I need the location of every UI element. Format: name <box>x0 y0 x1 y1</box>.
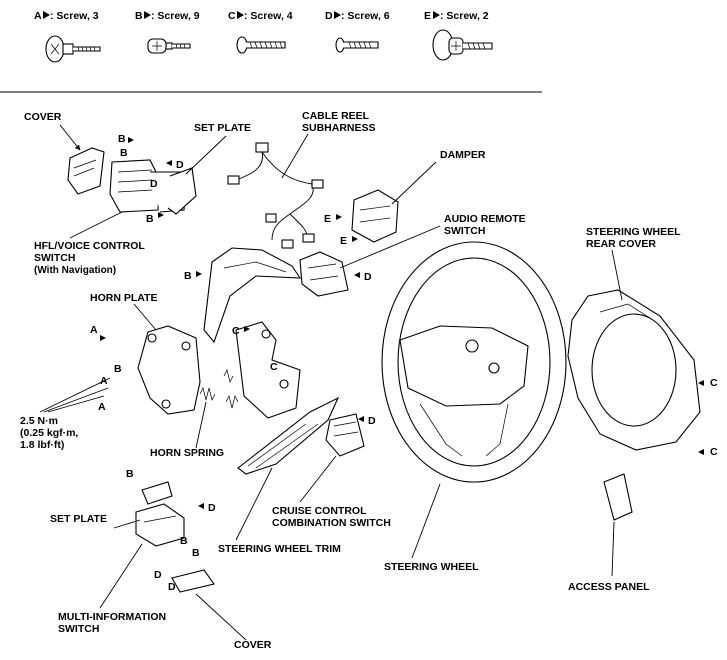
label-mis-line2: SWITCH <box>58 623 99 635</box>
label-rear-cover-line2: REAR COVER <box>586 238 656 250</box>
screw-key: A : Screw, 3 B : Screw, 9 <box>0 10 542 93</box>
screw-key-a-label: : Screw, 3 <box>50 10 99 22</box>
callout-b: B <box>118 133 126 145</box>
label-horn-spring: HORN SPRING <box>150 447 224 459</box>
upper-trim-part <box>203 247 302 344</box>
callout-d: D <box>364 271 372 283</box>
hfl-switch-part <box>69 159 187 239</box>
callout-e: E <box>324 213 331 225</box>
steering-wheel-trim-part <box>235 396 340 541</box>
label-cruise-line1: CRUISE CONTROL <box>272 505 367 517</box>
label-cable-reel-line1: CABLE REEL <box>302 110 370 122</box>
damper-part <box>351 161 437 243</box>
label-hfl-line3: (With Navigation) <box>34 265 116 276</box>
callout-a: A <box>100 375 108 387</box>
screw-key-e-letter: E <box>424 10 431 22</box>
label-cover-top: COVER <box>24 111 62 123</box>
screw-key-d: D : Screw, 6 <box>325 10 390 53</box>
label-hfl-line1: HFL/VOICE CONTROL <box>34 240 145 252</box>
callout-a: A <box>90 324 98 336</box>
screw-callouts: B B D D B E E B D A C B C A A C D C B D … <box>90 133 718 593</box>
label-audio-line2: SWITCH <box>444 225 485 237</box>
callout-b: B <box>126 468 134 480</box>
callout-d: D <box>168 581 176 593</box>
key-triangle-icon <box>334 11 341 19</box>
callout-d: D <box>368 415 376 427</box>
label-rear-cover-line1: STEERING WHEEL <box>586 226 681 238</box>
screw-c-icon <box>236 36 286 54</box>
callout-b: B <box>192 547 200 559</box>
screw-key-d-letter: D <box>325 10 333 22</box>
screw-a-icon <box>45 35 101 63</box>
key-triangle-icon <box>43 11 50 19</box>
callout-b: B <box>146 213 154 225</box>
screw-key-d-label: : Screw, 6 <box>341 10 390 22</box>
label-cruise-line2: COMBINATION SWITCH <box>272 517 391 529</box>
callout-arrows <box>100 137 704 509</box>
label-torque-line2: (0.25 kgf·m, <box>20 427 78 439</box>
screw-b-icon <box>147 38 191 54</box>
label-torque-line1: 2.5 N·m <box>20 415 58 427</box>
set-plate-bottom-part <box>141 481 173 505</box>
screw-key-b-letter: B <box>135 10 143 22</box>
label-mis-line1: MULTI-INFORMATION <box>58 611 166 623</box>
audio-remote-switch-part <box>299 225 441 297</box>
label-hfl-line2: SWITCH <box>34 252 75 264</box>
cruise-control-switch-part <box>299 413 365 503</box>
callout-a: A <box>98 401 106 413</box>
cover-top-part <box>59 124 105 195</box>
label-access-panel: ACCESS PANEL <box>568 581 650 593</box>
screw-key-e: E : Screw, 2 <box>424 10 493 61</box>
part-labels: COVER SET PLATE CABLE REEL SUBHARNESS DA… <box>20 110 681 651</box>
screw-key-b-label: : Screw, 9 <box>151 10 200 22</box>
screw-key-b: B : Screw, 9 <box>135 10 200 54</box>
callout-d: D <box>176 159 184 171</box>
horn-plate-part <box>133 303 201 415</box>
screw-d-icon <box>335 37 379 53</box>
label-trim: STEERING WHEEL TRIM <box>218 543 341 555</box>
screw-key-c-label: : Screw, 4 <box>244 10 293 22</box>
steering-wheel-rear-cover-part <box>567 249 701 451</box>
label-horn-plate: HORN PLATE <box>90 292 157 304</box>
cable-reel-subharness-part <box>227 133 324 249</box>
screw-key-a: A : Screw, 3 <box>34 10 101 63</box>
callout-d: D <box>150 178 158 190</box>
steering-wheel-part <box>381 241 567 559</box>
center-bracket-part <box>235 321 301 419</box>
screw-key-c: C : Screw, 4 <box>228 10 293 54</box>
label-damper: DAMPER <box>440 149 486 161</box>
label-cable-reel-line2: SUBHARNESS <box>302 122 376 134</box>
callout-c: C <box>710 377 718 389</box>
label-wheel: STEERING WHEEL <box>384 561 479 573</box>
callout-d: D <box>154 569 162 581</box>
screw-e-icon <box>432 29 493 61</box>
multi-information-switch-part <box>99 503 185 609</box>
torque-leaders <box>39 377 111 413</box>
label-set-plate-top: SET PLATE <box>194 122 251 134</box>
callout-c: C <box>710 446 718 458</box>
callout-b: B <box>120 147 128 159</box>
callout-d: D <box>208 502 216 514</box>
label-cover-bottom: COVER <box>234 639 272 651</box>
cover-bottom-part <box>171 569 247 641</box>
access-panel-part <box>603 473 633 577</box>
callout-c: C <box>232 325 240 337</box>
label-audio-line1: AUDIO REMOTE <box>444 213 526 225</box>
set-plate-top-part <box>167 135 227 215</box>
callout-c: C <box>270 361 278 373</box>
callout-b: B <box>184 270 192 282</box>
label-set-plate-bottom: SET PLATE <box>50 513 107 525</box>
callout-b: B <box>114 363 122 375</box>
callout-b: B <box>180 535 188 547</box>
horn-spring-part <box>195 368 239 449</box>
label-torque-line3: 1.8 lbf·ft) <box>20 439 64 451</box>
key-triangle-icon <box>433 11 440 19</box>
screw-key-a-letter: A <box>34 10 42 22</box>
screw-key-e-label: : Screw, 2 <box>440 10 489 22</box>
key-triangle-icon <box>237 11 244 19</box>
screw-key-c-letter: C <box>228 10 236 22</box>
key-triangle-icon <box>144 11 151 19</box>
callout-e: E <box>340 235 347 247</box>
